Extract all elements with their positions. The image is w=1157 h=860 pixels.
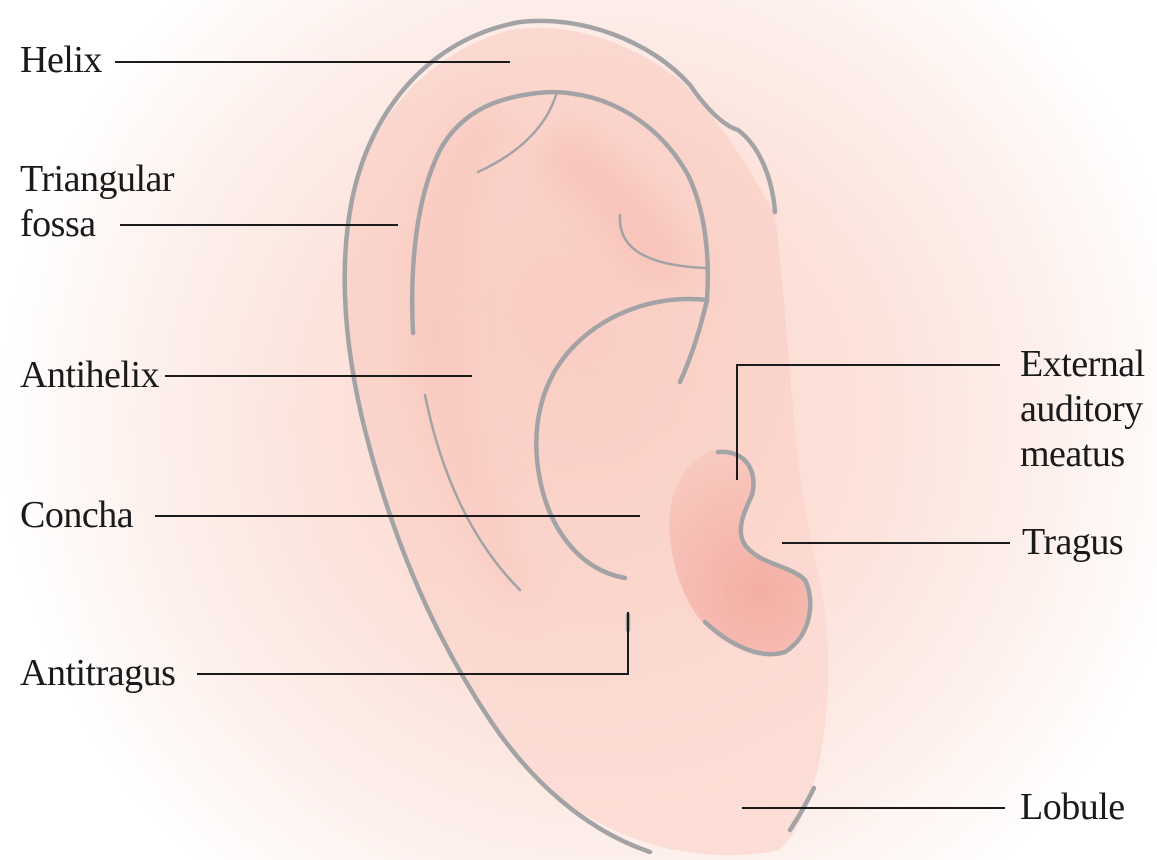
- antitragus-label: Antitragus: [20, 654, 175, 692]
- antihelix-label: Antihelix: [20, 356, 159, 394]
- external-auditory-meatus-label-line1: External: [1020, 345, 1145, 383]
- triangular-fossa-label-line2: fossa: [20, 205, 96, 243]
- helix-label: Helix: [20, 41, 102, 79]
- external-auditory-meatus-label-line2: auditory: [1020, 390, 1143, 428]
- concha-label: Concha: [20, 496, 133, 534]
- lobule-label: Lobule: [1020, 788, 1125, 826]
- tragus-label: Tragus: [1022, 523, 1123, 561]
- triangular-fossa-label-line1: Triangular: [20, 160, 174, 198]
- external-auditory-meatus-label-line3: meatus: [1020, 435, 1125, 473]
